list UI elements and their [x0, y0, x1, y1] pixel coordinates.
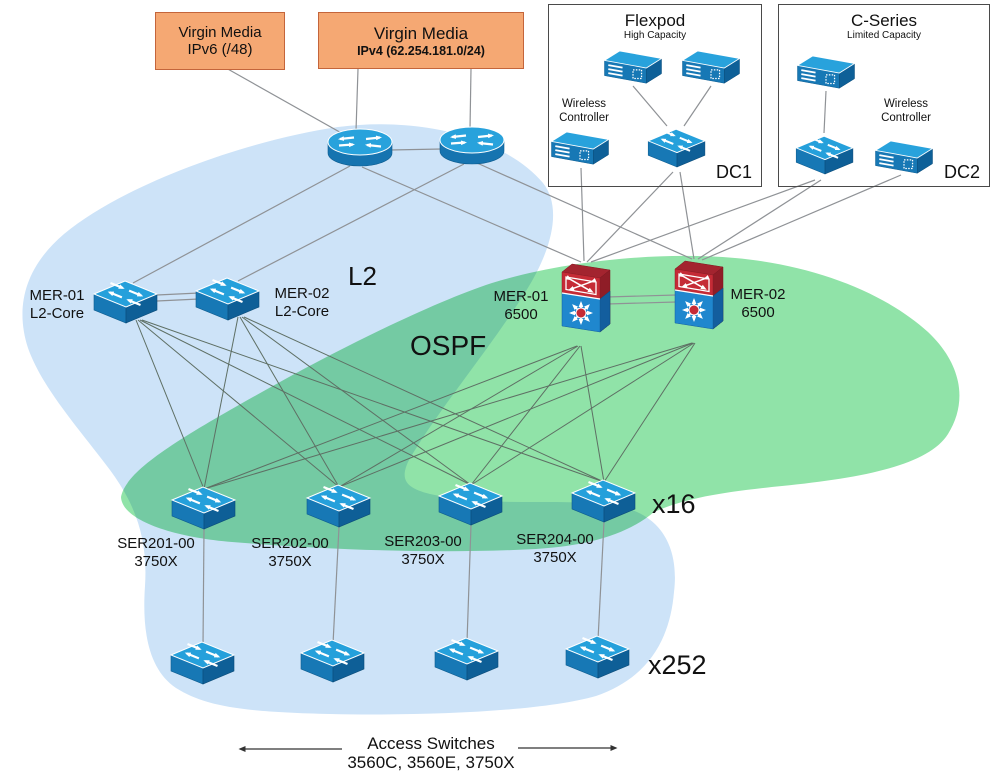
zone-ospf-label: OSPF	[410, 330, 487, 361]
edges-mesh	[135, 316, 696, 490]
isp-ipv6-line2: IPv6 (/48)	[187, 41, 253, 58]
mer01-6500-label: MER-01 6500	[493, 288, 549, 323]
ser203-label: SER203-00 3750X	[384, 533, 462, 568]
dc1-box: Flexpod High Capacity Wireless Controlle…	[548, 4, 762, 187]
footer-arrow	[238, 745, 618, 752]
isp-ipv4-line2: IPv4 (62.254.181.0/24)	[357, 43, 485, 58]
mer02-6500-switch-icon	[675, 261, 723, 329]
ser202-label: SER202-00 3750X	[251, 535, 329, 570]
zone-l2-label: L2	[348, 261, 377, 291]
access-count-label: x252	[648, 650, 707, 680]
footer-access-label: Access Switches 3560C, 3560E, 3750X	[347, 734, 515, 772]
isp-ipv6-line1: Virgin Media	[178, 24, 262, 41]
ser201-label: SER201-00 3750X	[117, 535, 195, 570]
mer01-l2core-label: MER-01 L2-Core	[29, 287, 85, 322]
zone-ospf-blob	[121, 255, 960, 552]
dc1-subtitle: High Capacity	[623, 30, 687, 41]
dc2-box: C-Series Limited Capacity Wireless Contr…	[778, 4, 990, 187]
edges-upper	[132, 67, 902, 647]
mer02-l2core-label: MER-02 L2-Core	[274, 285, 330, 320]
mer02-6500-label: MER-02 6500	[730, 286, 786, 321]
router-internet-1-icon	[328, 129, 392, 166]
dc1-wireless-controller-label: Wireless Controller	[559, 98, 609, 124]
dc2-subtitle: Limited Capacity	[847, 30, 921, 41]
dc1-tag: DC1	[715, 162, 752, 182]
zone-blobs	[22, 124, 960, 715]
dc1-title: Flexpod	[624, 11, 686, 30]
dc2-title: C-Series	[850, 11, 918, 30]
mer01-6500-switch-icon	[562, 264, 610, 332]
ser204-label: SER204-00 3750X	[516, 531, 594, 566]
dc2-wireless-controller-label: Wireless Controller	[881, 98, 931, 124]
isp-box-ipv4: Virgin Media IPv4 (62.254.181.0/24)	[318, 12, 524, 69]
distribution-count-label: x16	[652, 489, 696, 519]
router-internet-2-icon	[440, 127, 504, 164]
isp-ipv4-line1: Virgin Media	[373, 23, 469, 43]
dc2-tag: DC2	[943, 162, 980, 182]
isp-box-ipv6: Virgin Media IPv6 (/48)	[155, 12, 285, 70]
